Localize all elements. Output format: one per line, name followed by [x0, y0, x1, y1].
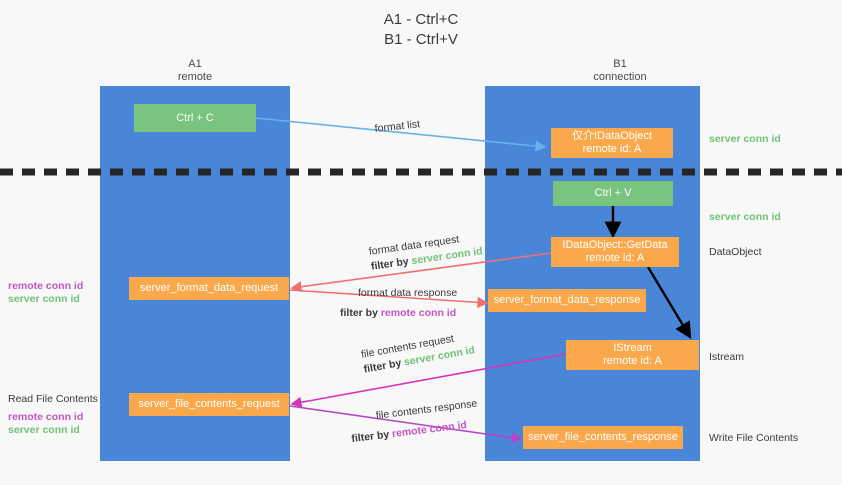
- server-format-data-request-box[interactable]: server_format_data_request: [129, 277, 289, 300]
- format-data-response-text: format data response: [358, 287, 458, 299]
- edge-label-format-list: format list: [374, 118, 421, 135]
- edge-label-format-data-request: format data request filter by server con…: [368, 229, 484, 274]
- server-format-data-response-box[interactable]: server_format_data_response: [488, 289, 646, 312]
- annotation-write-file-contents: Write File Contents: [709, 432, 799, 444]
- column-header-b1: B1 connection: [593, 58, 647, 83]
- file-contents-response-filter: filter by remote conn id: [351, 416, 481, 447]
- ctrl-v-box[interactable]: Ctrl + V: [553, 181, 673, 206]
- idataobject-box[interactable]: 仅介IDataObject remote id: A: [551, 128, 673, 158]
- annotation-read-file-contents: Read File Contents: [8, 393, 98, 405]
- edge-label-file-contents-request: file contents request filter by server c…: [360, 328, 476, 377]
- annotation-left-server-conn-id-2: server conn id: [8, 424, 80, 436]
- filter-prefix: filter by: [340, 307, 381, 319]
- annotation-left-server-conn-id-1: server conn id: [8, 293, 80, 305]
- format-data-response-filter: filter by remote conn id: [340, 306, 457, 321]
- edge-label-format-data-response: format data response filter by remote co…: [340, 286, 458, 321]
- filter-value-remote-conn-id: remote conn id: [380, 307, 457, 319]
- ctrl-c-box[interactable]: Ctrl + C: [134, 104, 256, 132]
- filter-value-remote-conn-id: remote conn id: [391, 418, 468, 441]
- annotation-left-remote-conn-id-1: remote conn id: [8, 280, 84, 292]
- page-title: A1 - Ctrl+C B1 - Ctrl+V: [383, 11, 459, 48]
- filter-prefix: filter by: [350, 428, 393, 446]
- annotation-istream: Istream: [709, 351, 745, 363]
- edge-label-file-contents-response: file contents response filter by remote …: [351, 397, 481, 446]
- annotation-data-object: DataObject: [709, 246, 762, 258]
- server-file-contents-request-box[interactable]: server_file_contents_request: [129, 393, 289, 416]
- annotation-left-remote-conn-id-2: remote conn id: [8, 411, 84, 423]
- annotation-server-conn-id-second: server conn id: [709, 211, 781, 223]
- server-file-contents-response-box[interactable]: server_file_contents_response: [523, 426, 683, 449]
- column-header-a1: A1 remote: [177, 58, 213, 83]
- istream-box[interactable]: IStream remote id: A: [566, 340, 699, 370]
- annotation-server-conn-id-top: server conn id: [709, 133, 781, 145]
- getdata-box[interactable]: IDataObject::GetData remote id: A: [551, 237, 679, 267]
